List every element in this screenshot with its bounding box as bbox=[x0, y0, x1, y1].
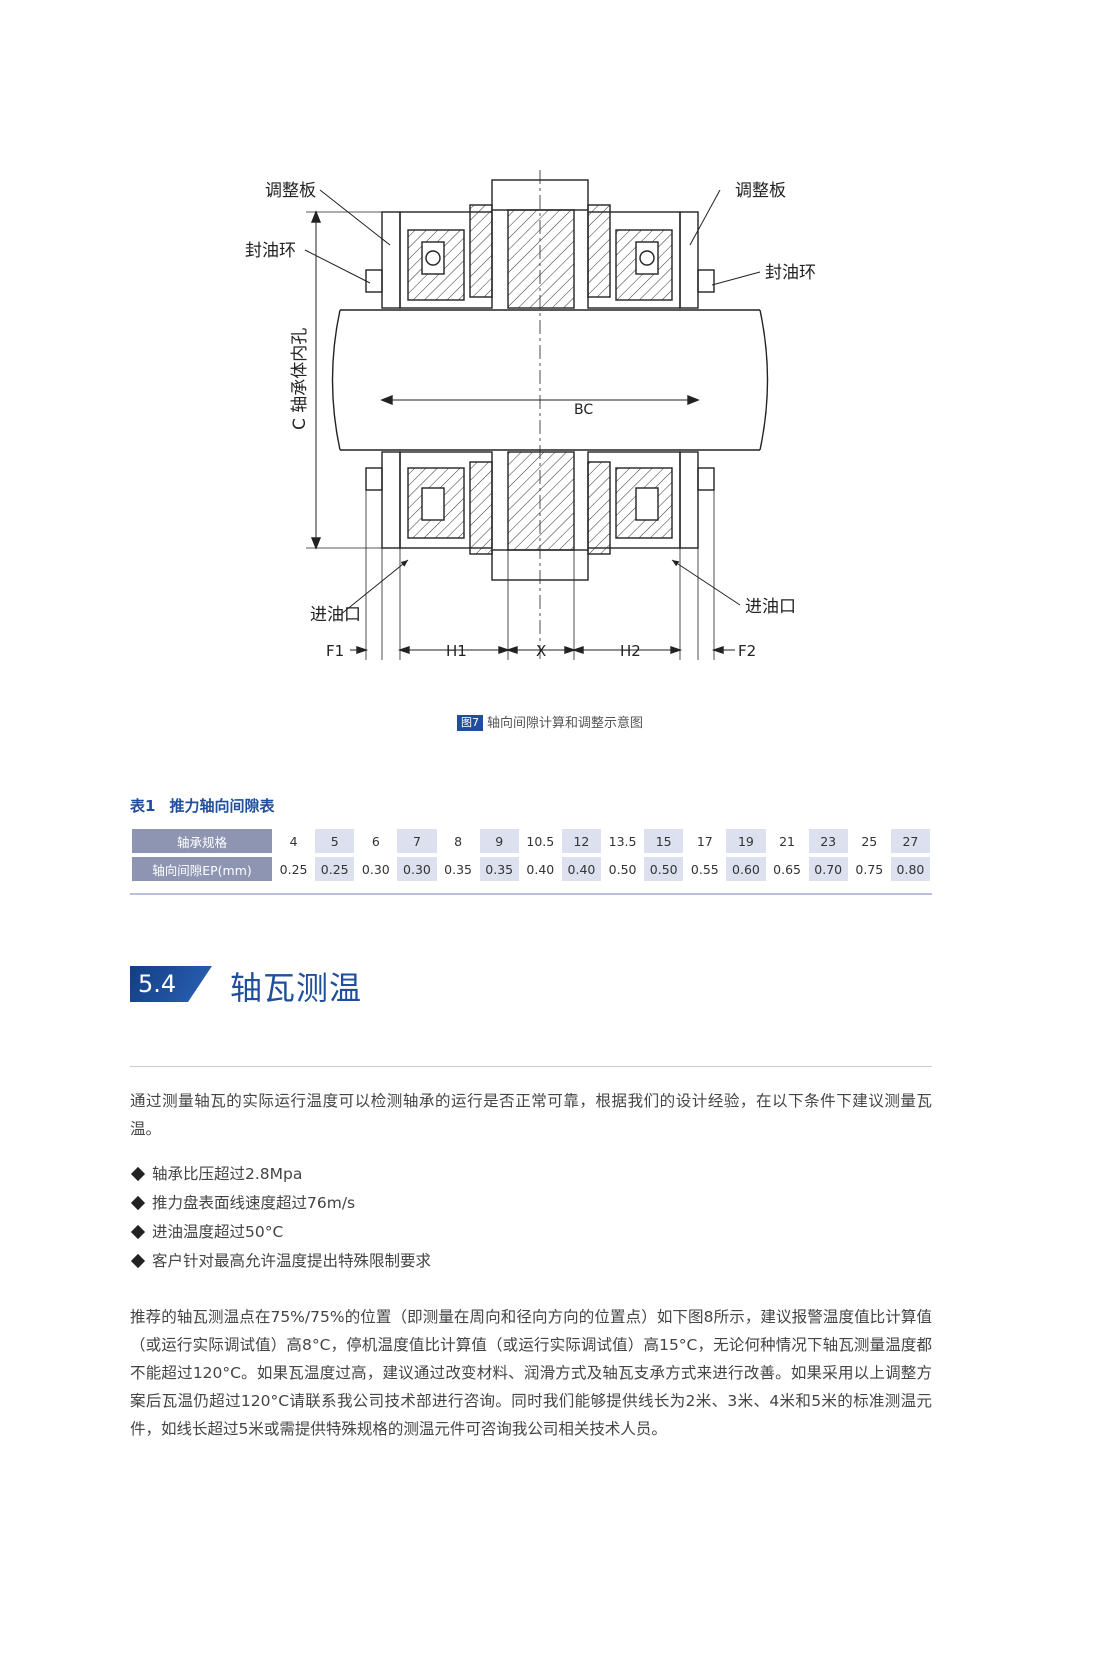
table-cell: 23 bbox=[808, 829, 848, 853]
table-cell: 0.35 bbox=[444, 861, 472, 877]
table-cell: 7 bbox=[397, 829, 437, 853]
table-number: 表1 bbox=[130, 797, 156, 815]
table-cell: 0.30 bbox=[397, 857, 437, 881]
label-bore: C 轴承体内孔 bbox=[290, 328, 310, 430]
table-cell: 0.75 bbox=[855, 861, 884, 877]
table-cell: 0.50 bbox=[608, 861, 637, 877]
row-header-size: 轴承规格 bbox=[132, 829, 272, 853]
table-bottom-rule bbox=[130, 893, 932, 895]
figure-caption-text: 轴向间隙计算和调整示意图 bbox=[486, 716, 643, 731]
label-oil-ring-right: 封油环 bbox=[765, 263, 816, 283]
table-cell: 12 bbox=[561, 829, 601, 853]
table-cell: 15 bbox=[644, 829, 684, 853]
section-badge-notch bbox=[188, 966, 212, 1002]
table-cell: 9 bbox=[479, 829, 519, 853]
label-h2: H2 bbox=[620, 642, 641, 660]
label-oil-inlet-right: 进油口 bbox=[745, 597, 796, 617]
table-cell: 0.70 bbox=[808, 857, 848, 881]
label-f2: F2 bbox=[738, 642, 756, 660]
label-bc: BC bbox=[574, 402, 593, 418]
label-f1: F1 bbox=[326, 642, 344, 660]
table-cell: 21 bbox=[779, 833, 796, 849]
table-cell: 0.30 bbox=[361, 861, 390, 877]
table-cell: 27 bbox=[890, 829, 930, 853]
table-cell: 0.25 bbox=[315, 857, 355, 881]
label-oil-inlet-left: 进油口 bbox=[310, 605, 361, 625]
section-title: 轴瓦测温 bbox=[230, 969, 363, 1007]
table-row-sizes: 轴承规格 4 5 6 7 8 9 10.5 12 13.5 15 17 19 2… bbox=[132, 829, 930, 853]
table-cell: 13.5 bbox=[608, 833, 637, 849]
table-cell: 5 bbox=[315, 829, 355, 853]
condition-list: 轴承比压超过2.8Mpa 推力盘表面线速度超过76m/s 进油温度超过50°C … bbox=[130, 1160, 431, 1276]
table-cell: 10.5 bbox=[526, 833, 555, 849]
table-cell: 6 bbox=[371, 833, 380, 849]
list-item: 轴承比压超过2.8Mpa bbox=[130, 1160, 431, 1189]
diamond-bullet-icon bbox=[130, 1253, 146, 1268]
table-cell: 0.40 bbox=[561, 857, 601, 881]
table-cell: 4 bbox=[289, 833, 298, 849]
row-header-clearance: 轴向间隙EP(mm) bbox=[132, 857, 272, 881]
table-cell: 8 bbox=[454, 833, 463, 849]
table-cell: 0.35 bbox=[479, 857, 519, 881]
table-cell: 25 bbox=[861, 833, 878, 849]
table-cell: 0.60 bbox=[726, 857, 766, 881]
label-oil-ring-left: 封油环 bbox=[245, 241, 296, 261]
table-title-text: 推力轴向间隙表 bbox=[169, 797, 275, 815]
label-adjust-plate-right: 调整板 bbox=[735, 181, 786, 201]
table-cell: 19 bbox=[726, 829, 766, 853]
intro-paragraph: 通过测量轴瓦的实际运行温度可以检测轴承的运行是否正常可靠，根据我们的设计经验，在… bbox=[130, 1092, 932, 1138]
figure-tag: 图7 bbox=[456, 715, 483, 731]
table-cell: 0.80 bbox=[890, 857, 930, 881]
table-cell: 0.50 bbox=[644, 857, 684, 881]
table-cell: 0.55 bbox=[690, 861, 719, 877]
label-adjust-plate-left: 调整板 bbox=[265, 181, 316, 201]
diamond-bullet-icon bbox=[130, 1166, 146, 1181]
table-title: 表1 推力轴向间隙表 bbox=[130, 795, 274, 816]
list-item: 进油温度超过50°C bbox=[130, 1218, 431, 1247]
table-cell: 0.40 bbox=[526, 861, 555, 877]
diamond-bullet-icon bbox=[130, 1195, 146, 1210]
table-row-clearance: 轴向间隙EP(mm) 0.25 0.25 0.30 0.30 0.35 0.35… bbox=[132, 857, 930, 881]
table-cell: 0.25 bbox=[279, 861, 308, 877]
list-item: 推力盘表面线速度超过76m/s bbox=[130, 1189, 431, 1218]
diamond-bullet-icon bbox=[130, 1224, 146, 1239]
section-divider bbox=[130, 1066, 932, 1067]
label-h1: H1 bbox=[446, 642, 467, 660]
list-item: 客户针对最高允许温度提出特殊限制要求 bbox=[130, 1247, 431, 1276]
bearing-assembly-drawing: 调整板 封油环 调整板 封油环 C 轴承体内孔 BC 进油口 进油口 F1 H1… bbox=[245, 170, 816, 660]
table-cell: 0.65 bbox=[773, 861, 801, 877]
table-cell: 17 bbox=[696, 833, 713, 849]
axial-clearance-table: 轴承规格 4 5 6 7 8 9 10.5 12 13.5 15 17 19 2… bbox=[130, 825, 932, 885]
label-x: X bbox=[536, 642, 546, 660]
body-paragraph: 推荐的轴瓦测温点在75%/75%的位置（即测量在周向和径向方向的位置点）如下图8… bbox=[130, 1308, 932, 1438]
